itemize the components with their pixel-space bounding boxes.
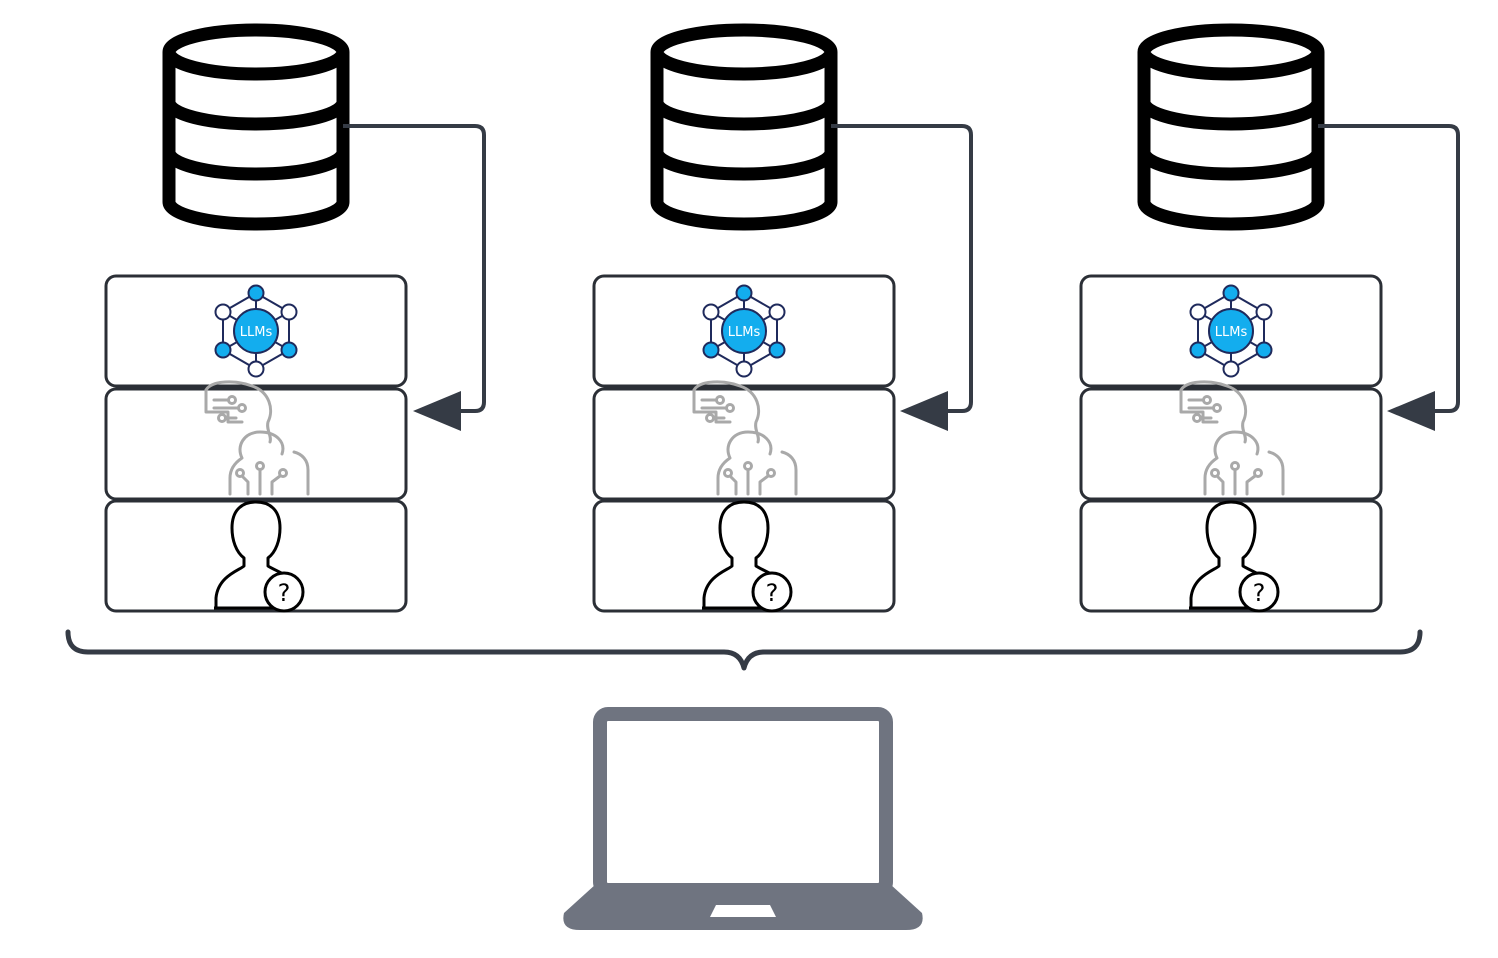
llm-label: LLMs — [728, 325, 761, 340]
column-3: LLMs ? — [1079, 30, 1460, 613]
database-icon — [1144, 30, 1318, 224]
database-icon — [657, 30, 831, 224]
question-symbol: ? — [1253, 579, 1266, 607]
llm-label: LLMs — [240, 325, 273, 340]
curly-brace — [65, 629, 1423, 671]
llm-label: LLMs — [1215, 325, 1248, 340]
laptop-screen — [593, 707, 893, 897]
column-1: LLMs ? — [104, 30, 486, 613]
database-icon — [169, 30, 343, 224]
column-2: LLMs ? — [592, 30, 973, 613]
data-flow-arrow — [1318, 124, 1460, 431]
data-flow-arrow — [343, 124, 486, 431]
ai-layer-box — [592, 387, 896, 501]
laptop-touchpad — [710, 905, 776, 917]
ai-layer-box — [1079, 387, 1383, 501]
data-flow-arrow — [831, 124, 973, 431]
laptop-icon — [563, 707, 923, 930]
ai-layer-box — [104, 387, 408, 501]
question-symbol: ? — [766, 579, 779, 607]
question-symbol: ? — [278, 579, 291, 607]
